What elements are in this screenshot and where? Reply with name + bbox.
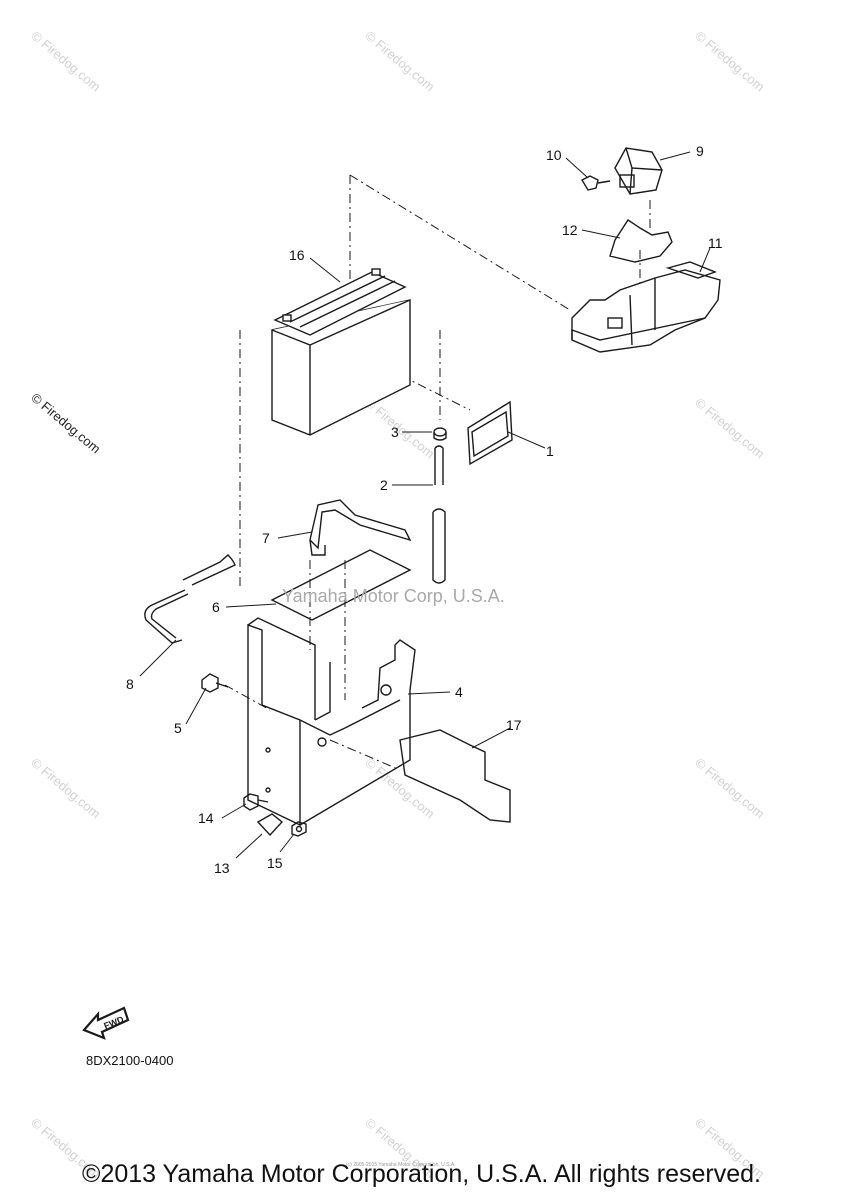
callout-8: 8 xyxy=(126,676,134,692)
callout-17: 17 xyxy=(506,717,522,733)
small-copyright: (c) 2005-2015 Yamaha Motor Corporation, … xyxy=(346,1162,456,1168)
battery-box-bracket xyxy=(247,617,416,827)
callout-1: 1 xyxy=(546,443,554,459)
battery xyxy=(271,268,411,436)
callout-6: 6 xyxy=(212,599,220,615)
callout-2: 2 xyxy=(380,477,388,493)
callout-10: 10 xyxy=(546,147,562,163)
copyright-notice: ©2013 Yamaha Motor Corporation, U.S.A. A… xyxy=(82,1160,761,1188)
center-watermark: Yamaha Motor Corp, U.S.A. xyxy=(282,586,505,606)
callout-7: 7 xyxy=(262,530,270,546)
callout-16: 16 xyxy=(289,247,305,263)
callout-9: 9 xyxy=(696,143,704,159)
fwd-arrow: FWD xyxy=(82,1006,130,1040)
callout-4: 4 xyxy=(455,684,463,700)
callout-11: 11 xyxy=(708,235,723,251)
callout-5: 5 xyxy=(174,720,182,736)
callout-12: 12 xyxy=(562,222,578,238)
part-code: 8DX2100-0400 xyxy=(86,1053,174,1068)
callout-13: 13 xyxy=(214,860,230,876)
callout-14: 14 xyxy=(198,810,214,826)
callout-3: 3 xyxy=(391,424,399,440)
callout-15: 15 xyxy=(267,855,283,871)
